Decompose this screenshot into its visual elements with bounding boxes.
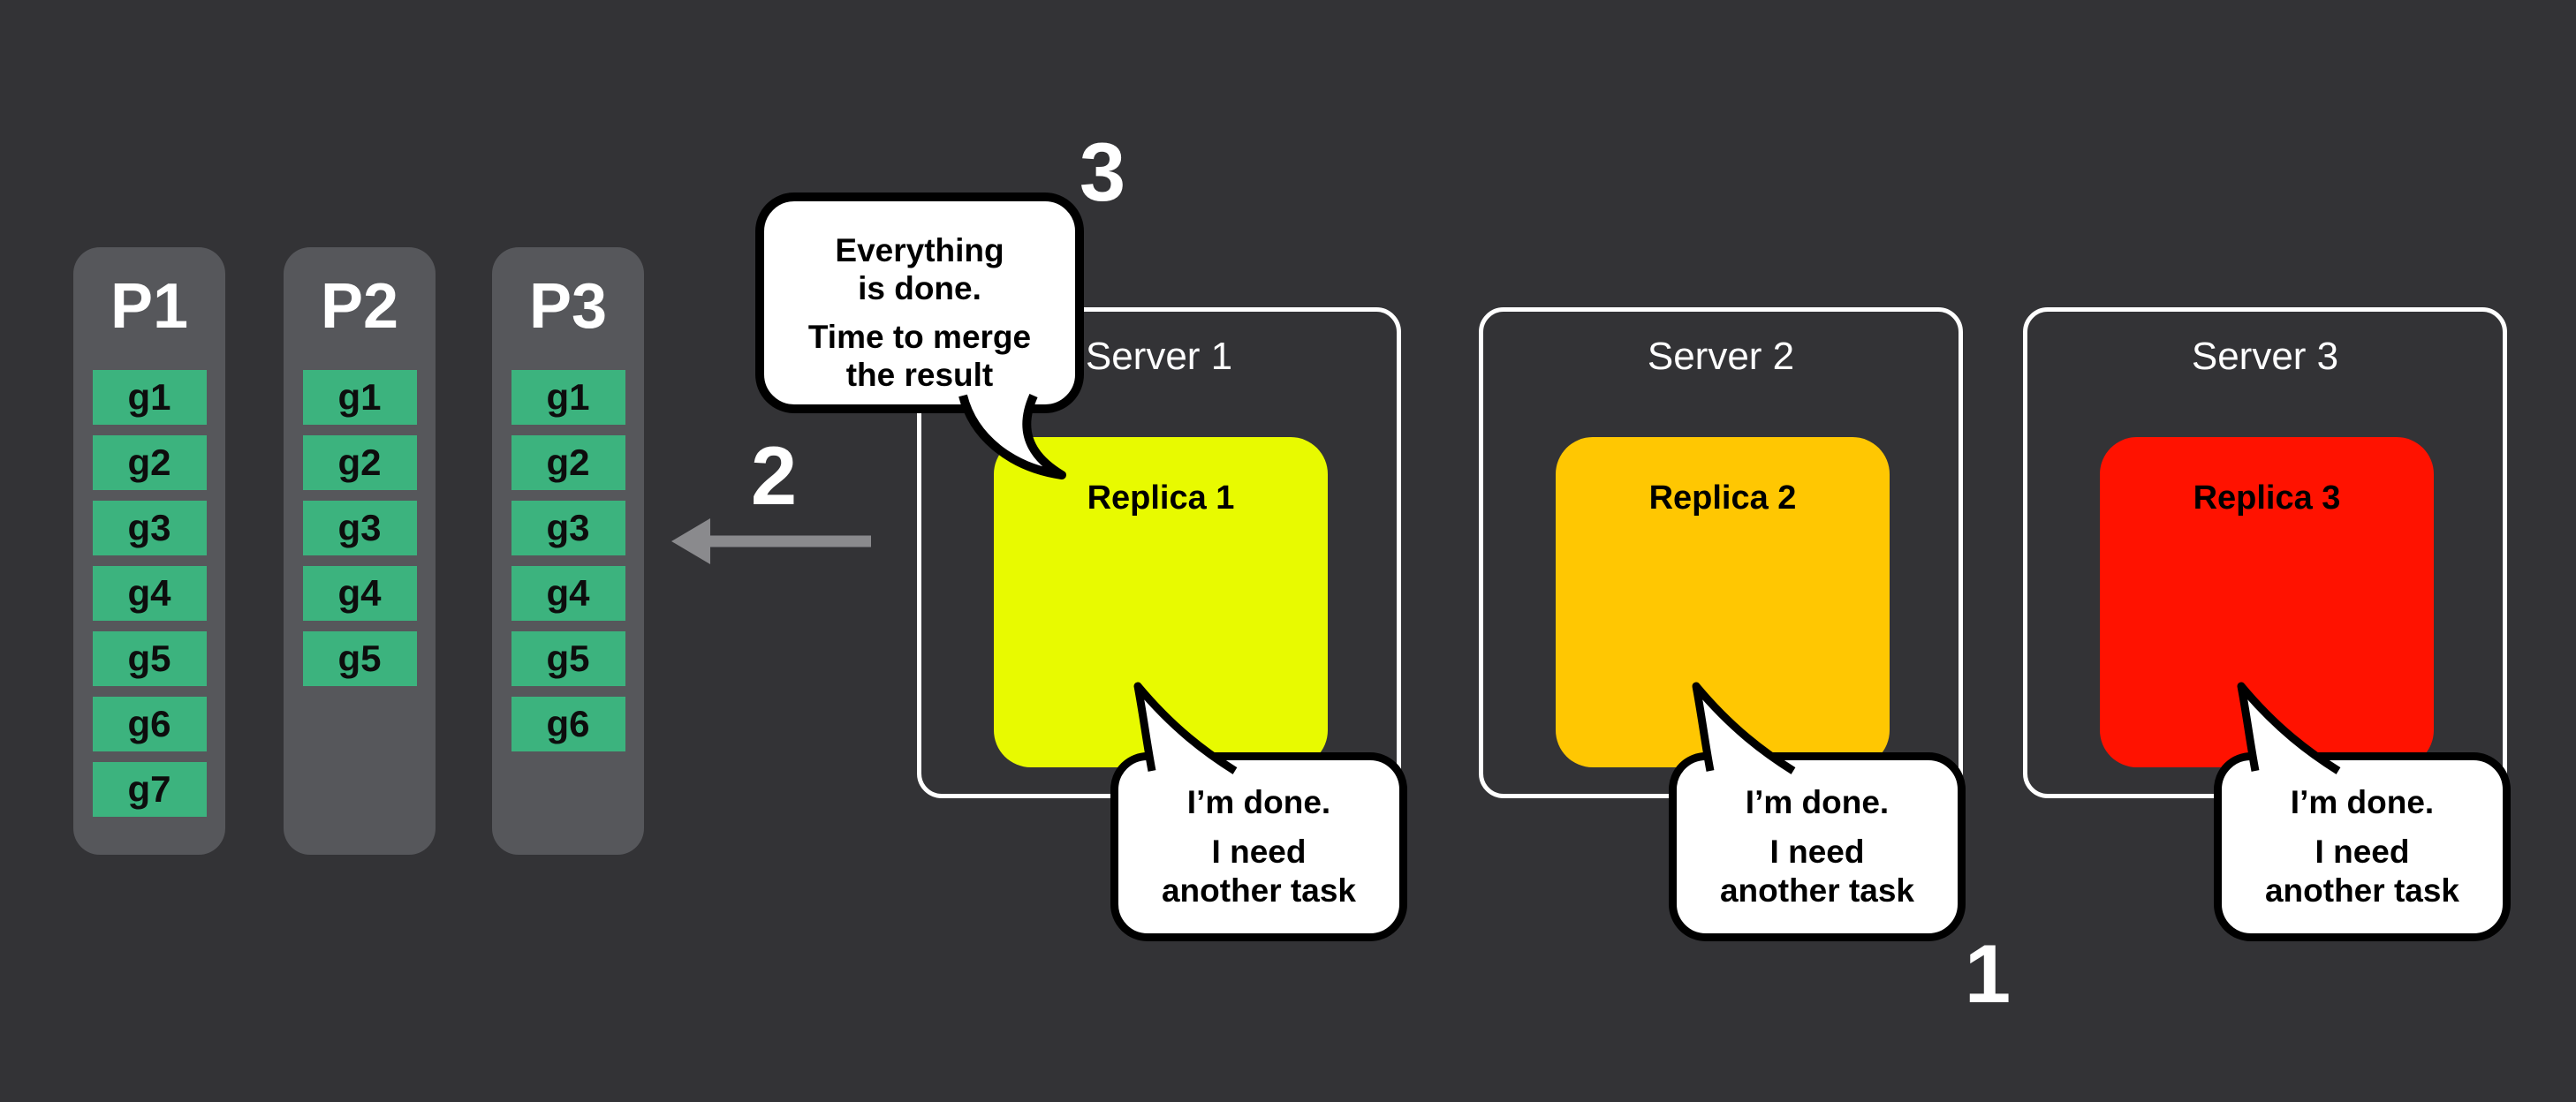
partition-column-p1: P1 g1 g2 g3 g4 g5 g6 g7 <box>73 247 225 855</box>
server-title: Server 1 <box>1085 335 1233 378</box>
merge-left-arrow-icon <box>671 518 871 564</box>
task-chip: g1 <box>511 370 625 426</box>
partition-title: P3 <box>528 271 608 342</box>
task-chip: g5 <box>302 631 417 687</box>
bubble-line: the result <box>845 357 994 393</box>
task-chip: g3 <box>302 501 417 556</box>
speech-bubble-done-3: I’m done. I need another task <box>2214 682 2511 941</box>
bubble-line: I need <box>1211 834 1307 870</box>
replica-title: Replica 3 <box>2193 479 2341 517</box>
task-chip: g6 <box>511 697 625 752</box>
bubble-line: another task <box>1719 872 1914 909</box>
speech-tail-icon <box>2237 682 2341 774</box>
task-chip: g4 <box>92 566 207 622</box>
task-chip: g3 <box>92 501 207 556</box>
partition-title: P1 <box>110 271 189 342</box>
task-chip: g5 <box>92 631 207 687</box>
task-chip: g5 <box>511 631 625 687</box>
step-1-label: 1 <box>1964 927 2012 1020</box>
bubble-line: I need <box>1769 834 1865 870</box>
bubble-line: another task <box>2264 872 2459 909</box>
task-chip: g2 <box>92 435 207 491</box>
speech-bubble-merge: Everything is done. Time to merge the re… <box>755 192 1084 479</box>
partition-title: P2 <box>320 271 399 342</box>
bubble-line: Time to merge <box>807 319 1032 355</box>
bubble-line: I’m done. <box>1745 784 1890 820</box>
task-chip: g7 <box>92 762 207 818</box>
task-chip: g1 <box>302 370 417 426</box>
speech-bubble-done-1: I’m done. I need another task <box>1110 682 1407 941</box>
speech-tail-icon <box>958 393 1066 479</box>
partition-column-p2: P2 g1 g2 g3 g4 g5 <box>284 247 436 855</box>
task-chip-list: g1 g2 g3 g4 g5 g6 <box>492 370 644 752</box>
task-chip: g3 <box>511 501 625 556</box>
task-chip: g1 <box>92 370 207 426</box>
speech-bubble-done-2: I’m done. I need another task <box>1669 682 1966 941</box>
bubble-line: I’m done. <box>1186 784 1331 820</box>
step-3-label: 3 <box>1079 125 1126 218</box>
replica-title: Replica 2 <box>1648 479 1797 517</box>
task-chip: g4 <box>302 566 417 622</box>
task-chip: g4 <box>511 566 625 622</box>
bubble-line: another task <box>1161 872 1356 909</box>
bubble-line: Everything <box>835 232 1004 268</box>
replica-title: Replica 1 <box>1087 479 1235 517</box>
task-chip-list: g1 g2 g3 g4 g5 <box>284 370 436 687</box>
task-chip-list: g1 g2 g3 g4 g5 g6 g7 <box>73 370 225 818</box>
speech-tail-icon <box>1692 682 1796 774</box>
server-title: Server 2 <box>1647 335 1795 378</box>
task-chip: g2 <box>302 435 417 491</box>
bubble-line: I’m done. <box>2290 784 2435 820</box>
bubble-line: is done. <box>858 270 981 306</box>
speech-tail-icon <box>1133 682 1238 774</box>
partition-column-p3: P3 g1 g2 g3 g4 g5 g6 <box>492 247 644 855</box>
server-title: Server 3 <box>2191 335 2339 378</box>
bubble-line: I need <box>2315 834 2410 870</box>
task-chip: g2 <box>511 435 625 491</box>
task-chip: g6 <box>92 697 207 752</box>
step-2-label: 2 <box>750 429 798 522</box>
